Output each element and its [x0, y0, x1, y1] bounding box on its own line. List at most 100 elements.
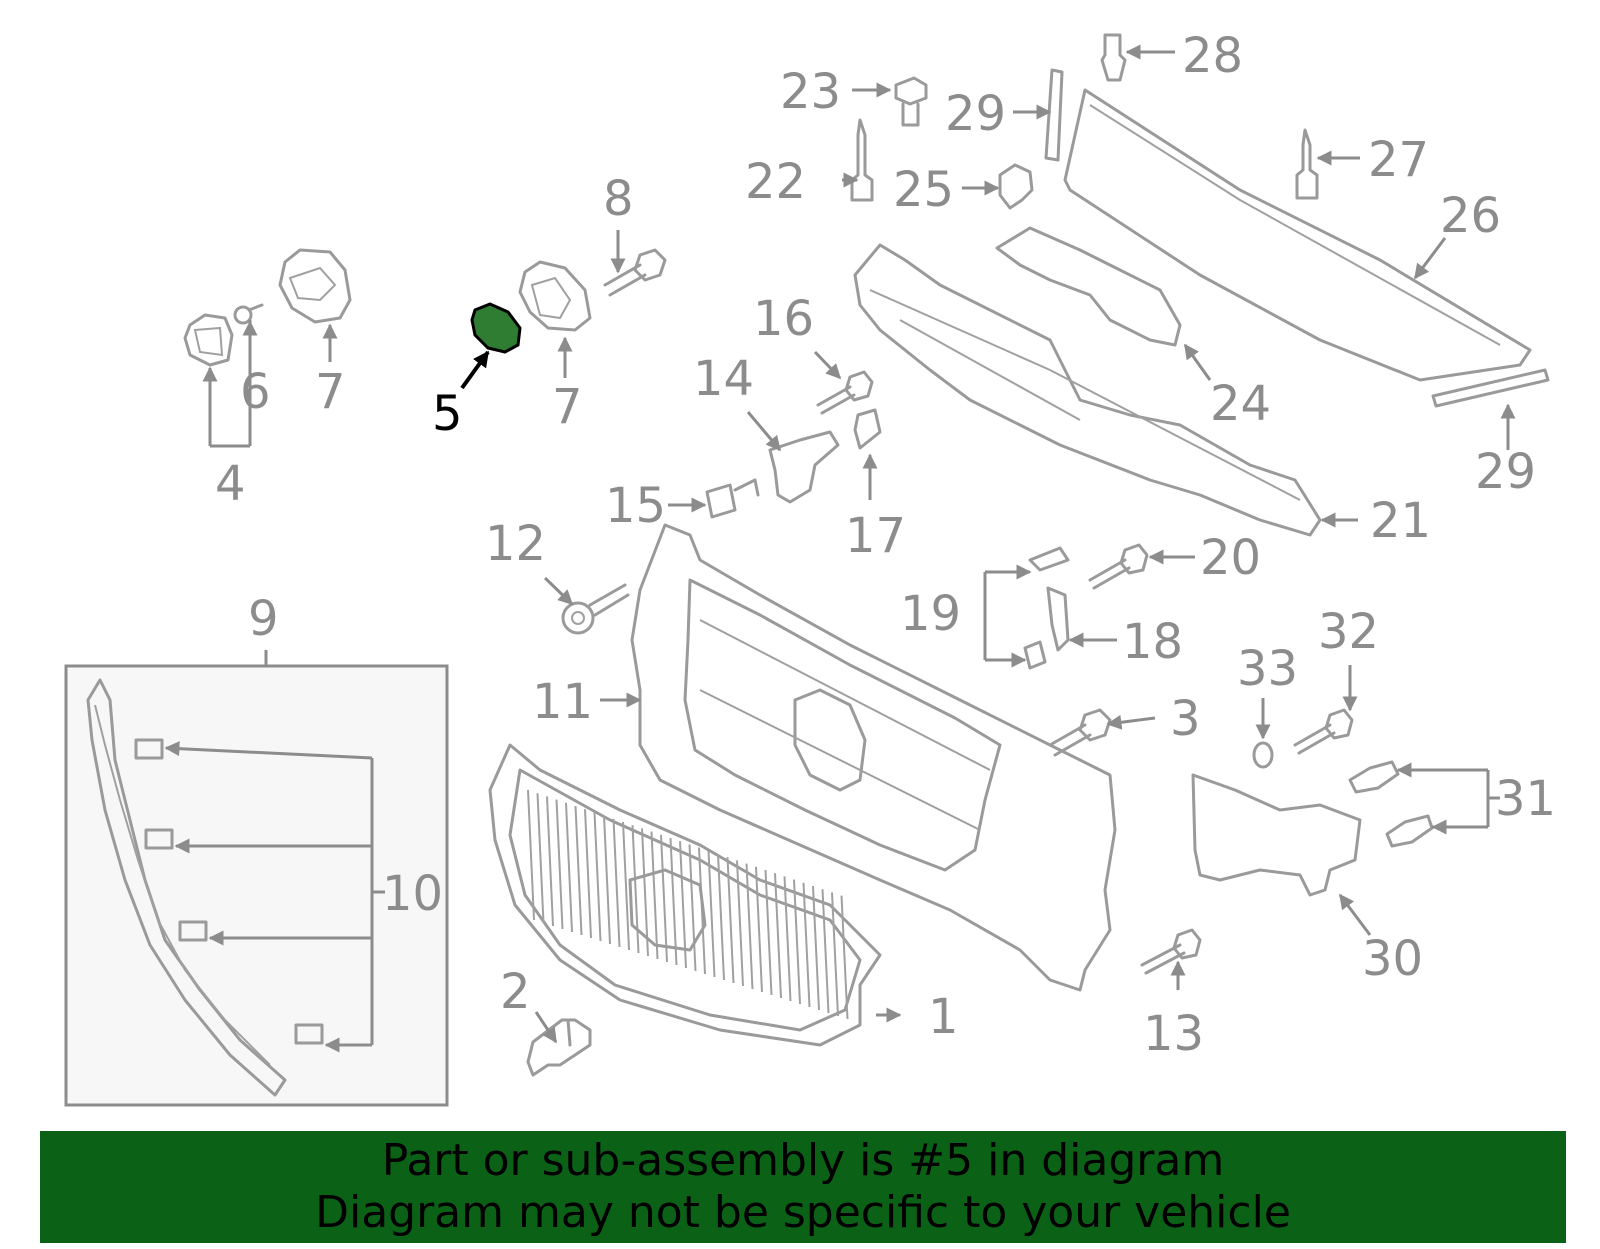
part-9-molding-inset: [64, 664, 449, 1107]
part-31-push-pins: [1348, 760, 1434, 848]
part-7-emblem-right: [518, 260, 592, 332]
grille-slat: [555, 799, 564, 930]
callout-7-left: 7: [315, 364, 346, 420]
part-21-upper-shield: [853, 243, 1322, 537]
part-7-emblem-left: [278, 248, 352, 324]
callout-15: 15: [605, 478, 666, 534]
callout-28: 28: [1182, 28, 1243, 84]
grille-slat: [679, 841, 687, 969]
grille-slat: [650, 831, 659, 960]
part-26-cover: [1063, 88, 1532, 382]
callout-labels: 1 2 3 4 5 6 7 7 8 9 10 11 12 13 14 15 16…: [215, 28, 1556, 1062]
callout-31: 31: [1495, 771, 1556, 827]
grille-slat: [660, 834, 668, 963]
callout-27: 27: [1368, 132, 1429, 188]
callout-17: 17: [845, 508, 906, 564]
callout-20: 20: [1200, 530, 1261, 586]
part-14-bracket: [768, 430, 840, 504]
callout-21: 21: [1370, 493, 1431, 549]
part-17-clip: [853, 408, 882, 450]
callout-24: 24: [1210, 376, 1271, 432]
banner-line-part-number: Part or sub-assembly is #5 in diagram: [381, 1135, 1225, 1186]
callout-18: 18: [1122, 614, 1183, 670]
part-18-clip: [1046, 586, 1070, 652]
grille-slat: [831, 892, 839, 1017]
part-22-pin: [850, 118, 874, 202]
grille-slat: [603, 815, 611, 945]
callout-3: 3: [1170, 691, 1201, 747]
grille-slat: [574, 805, 583, 936]
callout-11: 11: [532, 674, 593, 730]
callout-29-right: 29: [1475, 444, 1536, 500]
grille-slat: [536, 793, 545, 924]
part-4-emblem-base: [183, 313, 234, 367]
grille-slat: [774, 873, 782, 999]
part-11-grille-carrier: [630, 523, 1117, 992]
part-19-clips: [1023, 546, 1070, 670]
callout-32: 32: [1318, 604, 1379, 660]
grille-slat: [622, 821, 630, 951]
part-29-strip-top: [1044, 68, 1064, 162]
callout-12: 12: [485, 516, 546, 572]
callout-30: 30: [1362, 931, 1423, 987]
callout-6: 6: [240, 364, 271, 420]
part-25-clip: [998, 163, 1034, 210]
part-32-bolt: [1293, 708, 1354, 755]
callout-14: 14: [693, 351, 754, 407]
grille-slat: [612, 818, 621, 948]
callout-16: 16: [753, 291, 814, 347]
grille-slat: [736, 860, 744, 987]
part-24-pad: [995, 226, 1182, 347]
part-2-bracket: [526, 1018, 592, 1077]
grille-slat: [717, 853, 725, 981]
part-13-bolt: [1140, 928, 1202, 975]
grille-slat: [812, 885, 820, 1011]
callout-4: 4: [215, 456, 246, 512]
part-23-bolt: [894, 76, 928, 127]
callout-22: 22: [745, 154, 806, 210]
part-5-highlighted[interactable]: [470, 302, 522, 354]
grille-slat: [764, 869, 773, 996]
grille-slat: [546, 796, 554, 927]
part-10-clips: [134, 738, 324, 1045]
callout-26: 26: [1440, 188, 1501, 244]
grille-slat: [584, 809, 592, 939]
grille-slat: [745, 863, 754, 990]
part-29-strip-right: [1431, 368, 1550, 408]
grille-slat: [688, 844, 697, 972]
grille-slat: [802, 882, 811, 1008]
part-12-bolt: [561, 583, 630, 635]
part-1-grille: [488, 743, 882, 1047]
banner-line-disclaimer: Diagram may not be specific to your vehi…: [315, 1187, 1291, 1238]
callout-2: 2: [500, 964, 531, 1020]
grille-slat: [669, 837, 678, 966]
grille-slat: [783, 876, 792, 1002]
grille-slat: [527, 789, 535, 921]
callout-33: 33: [1237, 641, 1298, 697]
part-15-clip: [705, 478, 760, 519]
grille-slat: [593, 812, 602, 942]
part-28-pin: [1100, 33, 1127, 82]
part-33-washer: [1252, 741, 1274, 769]
part-27-pin: [1295, 128, 1319, 200]
grille-slat: [707, 850, 716, 978]
callout-7-right: 7: [552, 379, 583, 435]
grille-slat: [821, 889, 830, 1014]
callout-10: 10: [382, 866, 443, 922]
part-8-bolt: [603, 248, 667, 297]
callout-19: 19: [900, 586, 961, 642]
callout-8: 8: [603, 171, 634, 227]
grille-slat: [641, 828, 649, 957]
callout-5: 5: [432, 386, 463, 442]
grille-slat: [755, 866, 763, 993]
grille-slat: [840, 895, 849, 1020]
callout-13: 13: [1143, 1006, 1204, 1062]
callout-29-top: 29: [945, 86, 1006, 142]
callout-25: 25: [893, 162, 954, 218]
grille-slat: [793, 879, 801, 1005]
part-16-bolt: [816, 370, 874, 415]
part-30-deflector: [1191, 773, 1362, 897]
callout-1: 1: [928, 989, 959, 1045]
info-banner: Part or sub-assembly is #5 in diagram Di…: [40, 1131, 1566, 1243]
grille-slat: [726, 857, 735, 984]
